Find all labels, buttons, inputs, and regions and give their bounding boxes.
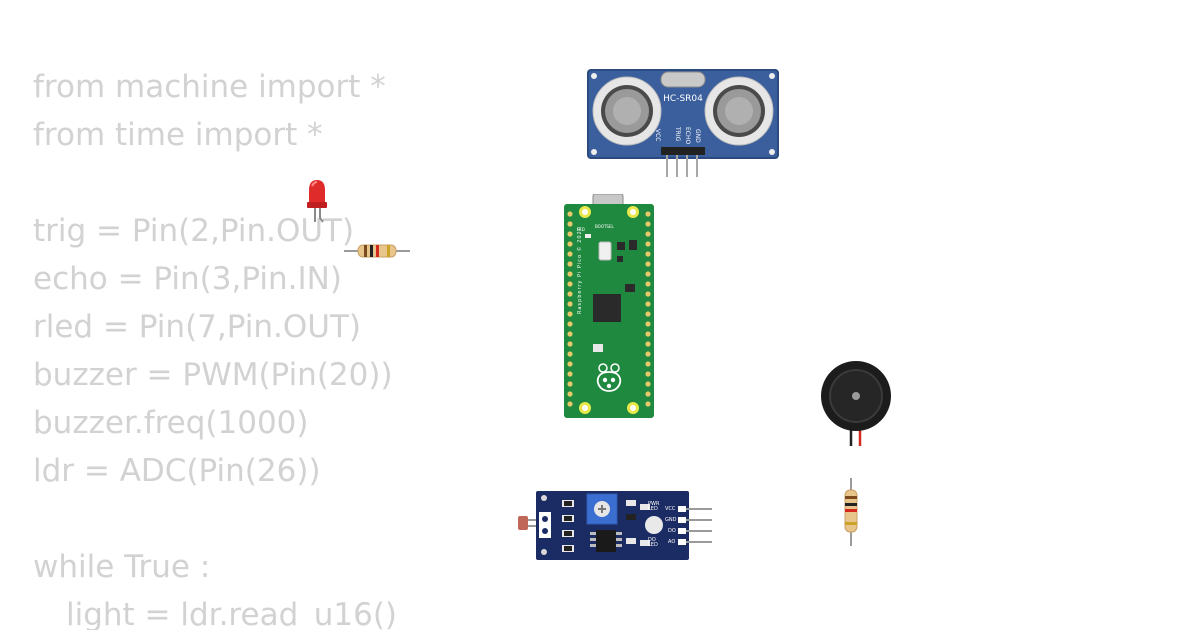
resistor-vertical[interactable]: [842, 478, 860, 546]
code-line-10: light = ldr.read_u16(): [66, 597, 398, 630]
ldr-pin-do: DO: [668, 528, 676, 534]
code-line-2: from time import *: [33, 117, 323, 153]
ldr-light-sensor-module[interactable]: PWR LED DO LED VCC GND DO AO: [514, 490, 714, 562]
code-line-7: buzzer.freq(1000): [33, 405, 309, 441]
pico-board-silk-text: Raspberry Pi Pico © 2020: [577, 226, 583, 314]
red-led[interactable]: [304, 178, 332, 224]
pico-bootsel-label: BOOTSEL: [595, 224, 614, 229]
code-line-4: echo = Pin(3,Pin.IN): [33, 261, 342, 297]
code-line-6: buzzer = PWM(Pin(20)): [33, 357, 393, 393]
ldr-do-led-label: DO LED: [648, 537, 658, 548]
pico-led-label: LED: [577, 227, 585, 232]
hc-sr04-pin-vcc: VCC: [654, 129, 661, 142]
raspberry-pi-pico-board[interactable]: LED BOOTSEL Raspberry Pi Pico © 2020: [563, 194, 655, 420]
hc-sr04-label: HC-SR04: [663, 94, 703, 104]
hc-sr04-ultrasonic-sensor[interactable]: HC-SR04 VCC TRIG ECHO GND: [587, 69, 779, 179]
hc-sr04-pin-trig: TRIG: [674, 127, 681, 142]
hc-sr04-pin-echo: ECHO: [684, 127, 691, 145]
resistor-horizontal[interactable]: [344, 243, 410, 259]
ldr-pin-vcc: VCC: [665, 506, 676, 512]
ldr-pin-ao: AO: [668, 539, 676, 545]
code-line-9: while True :: [33, 549, 211, 585]
code-editor-background: from machine import * from time import *…: [0, 0, 560, 630]
ldr-pwr-led-label: PWR LED: [648, 501, 660, 512]
ldr-pin-gnd: GND: [665, 517, 677, 523]
hc-sr04-pin-gnd: GND: [694, 129, 701, 143]
code-line-8: ldr = ADC(Pin(26)): [33, 453, 321, 489]
piezo-buzzer[interactable]: [820, 360, 894, 448]
code-line-1: from machine import *: [33, 69, 386, 105]
code-line-5: rled = Pin(7,Pin.OUT): [33, 309, 361, 345]
